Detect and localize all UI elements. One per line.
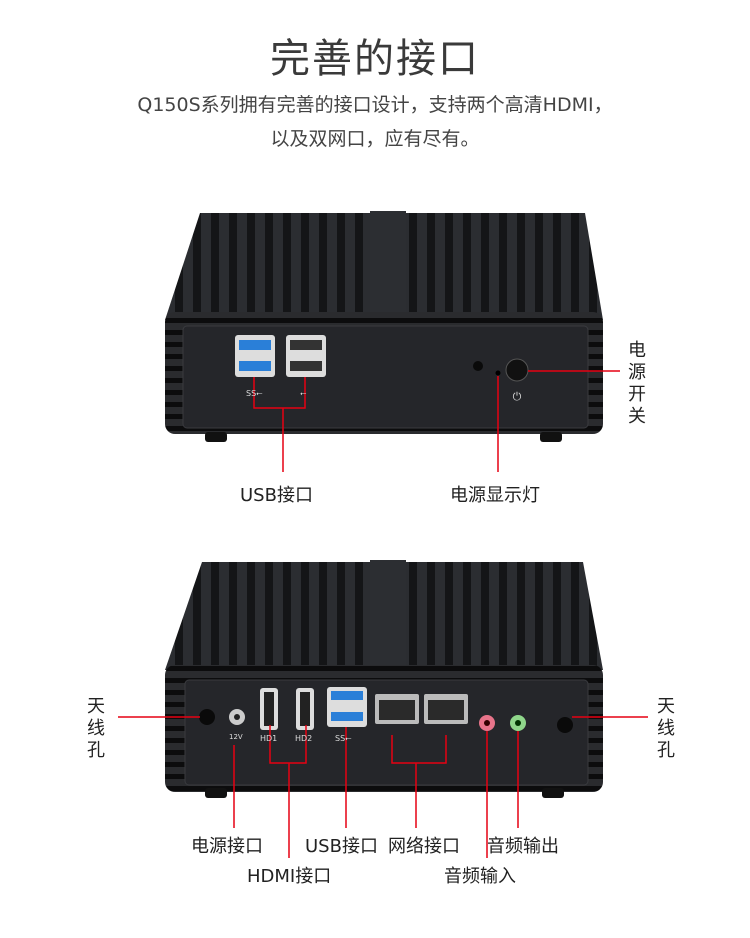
label-power-switch: 电源开关 bbox=[628, 340, 646, 427]
label-audio-out: 音频输出 bbox=[487, 836, 559, 857]
power-button bbox=[505, 358, 529, 382]
hd2-mark: HD2 bbox=[295, 734, 313, 743]
label-usb-front: USB接口 bbox=[240, 485, 313, 506]
label-antenna-right: 天线孔 bbox=[657, 696, 675, 761]
label-power-led: 电源显示灯 bbox=[450, 485, 540, 506]
usb2-mark: ⭠ bbox=[300, 389, 307, 398]
antenna-hole-right bbox=[557, 717, 573, 733]
reset-hole bbox=[473, 361, 483, 371]
usb3-rear-mark: SS⭠ bbox=[335, 734, 352, 743]
usb2-ports bbox=[286, 335, 326, 377]
label-usb-rear: USB接口 bbox=[305, 836, 378, 857]
label-lan: 网络接口 bbox=[388, 836, 460, 857]
front-device: ⏻ bbox=[165, 211, 620, 472]
subtitle-line-2: 以及双网口，应有尽有。 bbox=[270, 128, 480, 150]
power-led bbox=[495, 370, 501, 376]
antenna-hole-left bbox=[199, 709, 215, 725]
usb3-ports bbox=[235, 335, 275, 377]
label-audio-in: 音频输入 bbox=[444, 866, 516, 887]
hd1-mark: HD1 bbox=[260, 734, 278, 743]
label-dc-power: 电源接口 bbox=[191, 836, 263, 857]
subtitle-line-1: Q150S系列拥有完善的接口设计，支持两个高清HDMI， bbox=[137, 94, 613, 116]
label-antenna-left: 天线孔 bbox=[87, 696, 105, 761]
page-title: 完善的接口 bbox=[270, 36, 480, 82]
power-symbol-icon: ⏻ bbox=[513, 390, 522, 403]
dc-mark: 12V bbox=[229, 733, 243, 741]
rear-device bbox=[118, 560, 648, 858]
usb3-mark: SS⭠ bbox=[246, 389, 263, 398]
label-hdmi: HDMI接口 bbox=[247, 866, 332, 887]
